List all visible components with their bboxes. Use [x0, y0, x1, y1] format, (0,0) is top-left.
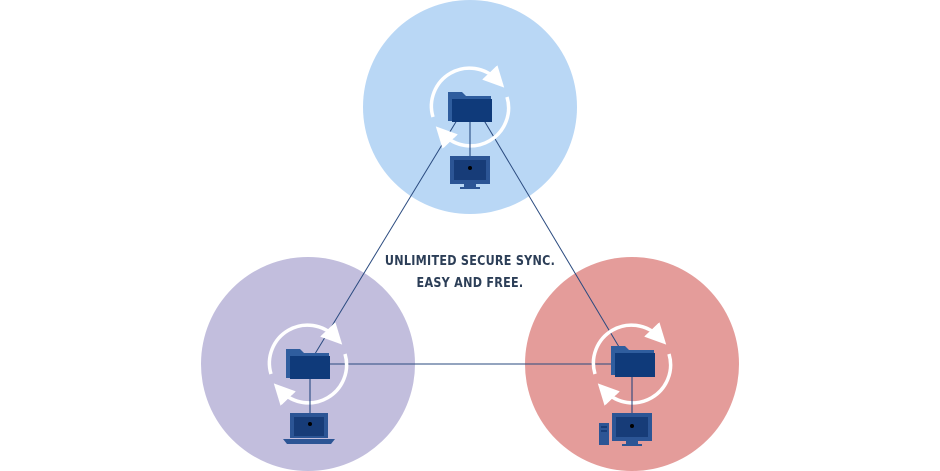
sync-icon: [591, 322, 673, 406]
node-left: [267, 322, 349, 444]
node-right: [591, 322, 673, 446]
sync-icon: [267, 322, 349, 406]
connector-top-left: [309, 106, 466, 363]
laptop-icon: [283, 413, 335, 444]
folder-icon: [611, 346, 655, 377]
device-link-dot: [308, 422, 312, 426]
device-link-dot: [630, 424, 634, 428]
node-top: [429, 65, 511, 189]
folder-icon: [286, 349, 330, 379]
connector-lines: [309, 106, 630, 365]
sync-icon: [429, 65, 511, 149]
device-link-dot: [468, 166, 472, 170]
tagline-line-2: EASY AND FREE.: [416, 276, 524, 291]
tagline: UNLIMITED SECURE SYNC. EASY AND FREE.: [384, 251, 556, 295]
connector-top-right: [475, 106, 629, 363]
folder-icon: [448, 92, 492, 122]
tagline-line-1: UNLIMITED SECURE SYNC.: [384, 254, 556, 269]
